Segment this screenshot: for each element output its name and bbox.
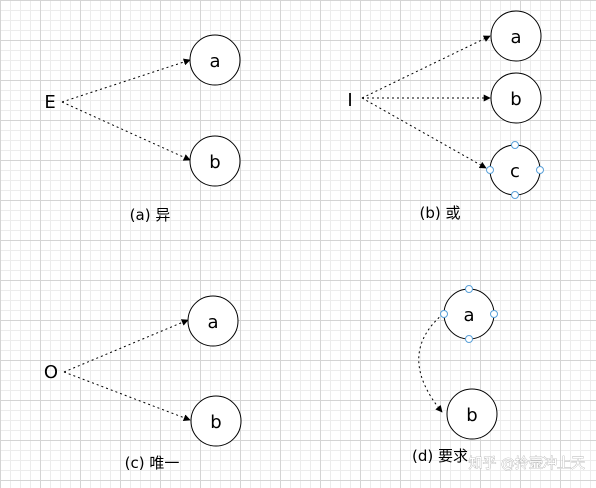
panel-c: O a b (c) 唯一 bbox=[44, 295, 242, 472]
panel-b-node-c-handle-right[interactable] bbox=[536, 166, 544, 174]
panel-c-node-b-label: b bbox=[210, 412, 221, 433]
panel-a-caption: (a) 异 bbox=[130, 206, 171, 224]
panel-b-node-c-handle-bottom[interactable] bbox=[511, 191, 519, 199]
panel-b-node-c-label: c bbox=[510, 161, 520, 182]
panel-a-node-b[interactable] bbox=[189, 135, 241, 187]
panel-c-node-b[interactable] bbox=[190, 395, 242, 447]
panel-c-edge-to-b bbox=[63, 371, 191, 422]
panel-b-node-c-handle-left[interactable] bbox=[486, 166, 494, 174]
panel-a-node-b-label: b bbox=[209, 152, 220, 173]
panel-b-caption: (b) 或 bbox=[420, 204, 461, 222]
panel-c-edge-to-a bbox=[63, 319, 189, 373]
panel-d-edge-a-to-b bbox=[418, 313, 444, 413]
panel-d-node-a-handle-bottom[interactable] bbox=[465, 335, 473, 343]
panel-b-edge-to-a bbox=[361, 35, 491, 99]
panel-a-edge-to-a bbox=[61, 58, 191, 103]
panel-c-caption: (c) 唯一 bbox=[125, 454, 180, 472]
panel-c-source-label: O bbox=[44, 362, 58, 383]
panel-a-edge-to-b bbox=[61, 101, 191, 161]
panel-d-caption: (d) 要求 bbox=[412, 447, 468, 465]
panel-d-node-b[interactable] bbox=[446, 388, 498, 440]
panel-d-node-a-handle-top[interactable] bbox=[465, 285, 473, 293]
panel-b-node-a[interactable] bbox=[490, 10, 542, 62]
panel-c-node-a-label: a bbox=[207, 312, 218, 333]
panel-a-node-a[interactable] bbox=[189, 34, 241, 86]
panel-b: I a b c (b) 或 bbox=[347, 10, 544, 222]
panel-d-node-a-handle-left[interactable] bbox=[440, 310, 448, 318]
panel-b-edge-to-c bbox=[361, 97, 487, 169]
panel-d-node-b-label: b bbox=[466, 405, 477, 426]
panel-b-source-label: I bbox=[347, 90, 352, 111]
panel-d-node-a-handle-right[interactable] bbox=[490, 310, 498, 318]
panel-a-node-a-label: a bbox=[209, 51, 220, 72]
panel-b-node-a-label: a bbox=[510, 27, 521, 48]
panel-b-node-b[interactable] bbox=[490, 72, 542, 124]
panel-b-node-b-label: b bbox=[510, 89, 521, 110]
panel-a-source-label: E bbox=[44, 92, 55, 113]
panel-d-node-a-label: a bbox=[463, 305, 474, 326]
watermark-text: 知乎 @拎壶冲上天 bbox=[469, 455, 585, 472]
panel-d: a b (d) 要求 bbox=[412, 285, 498, 465]
panel-a: E a b (a) 异 bbox=[44, 34, 241, 224]
panel-b-node-c-handle-top[interactable] bbox=[511, 141, 519, 149]
panel-c-node-a[interactable] bbox=[187, 295, 239, 347]
